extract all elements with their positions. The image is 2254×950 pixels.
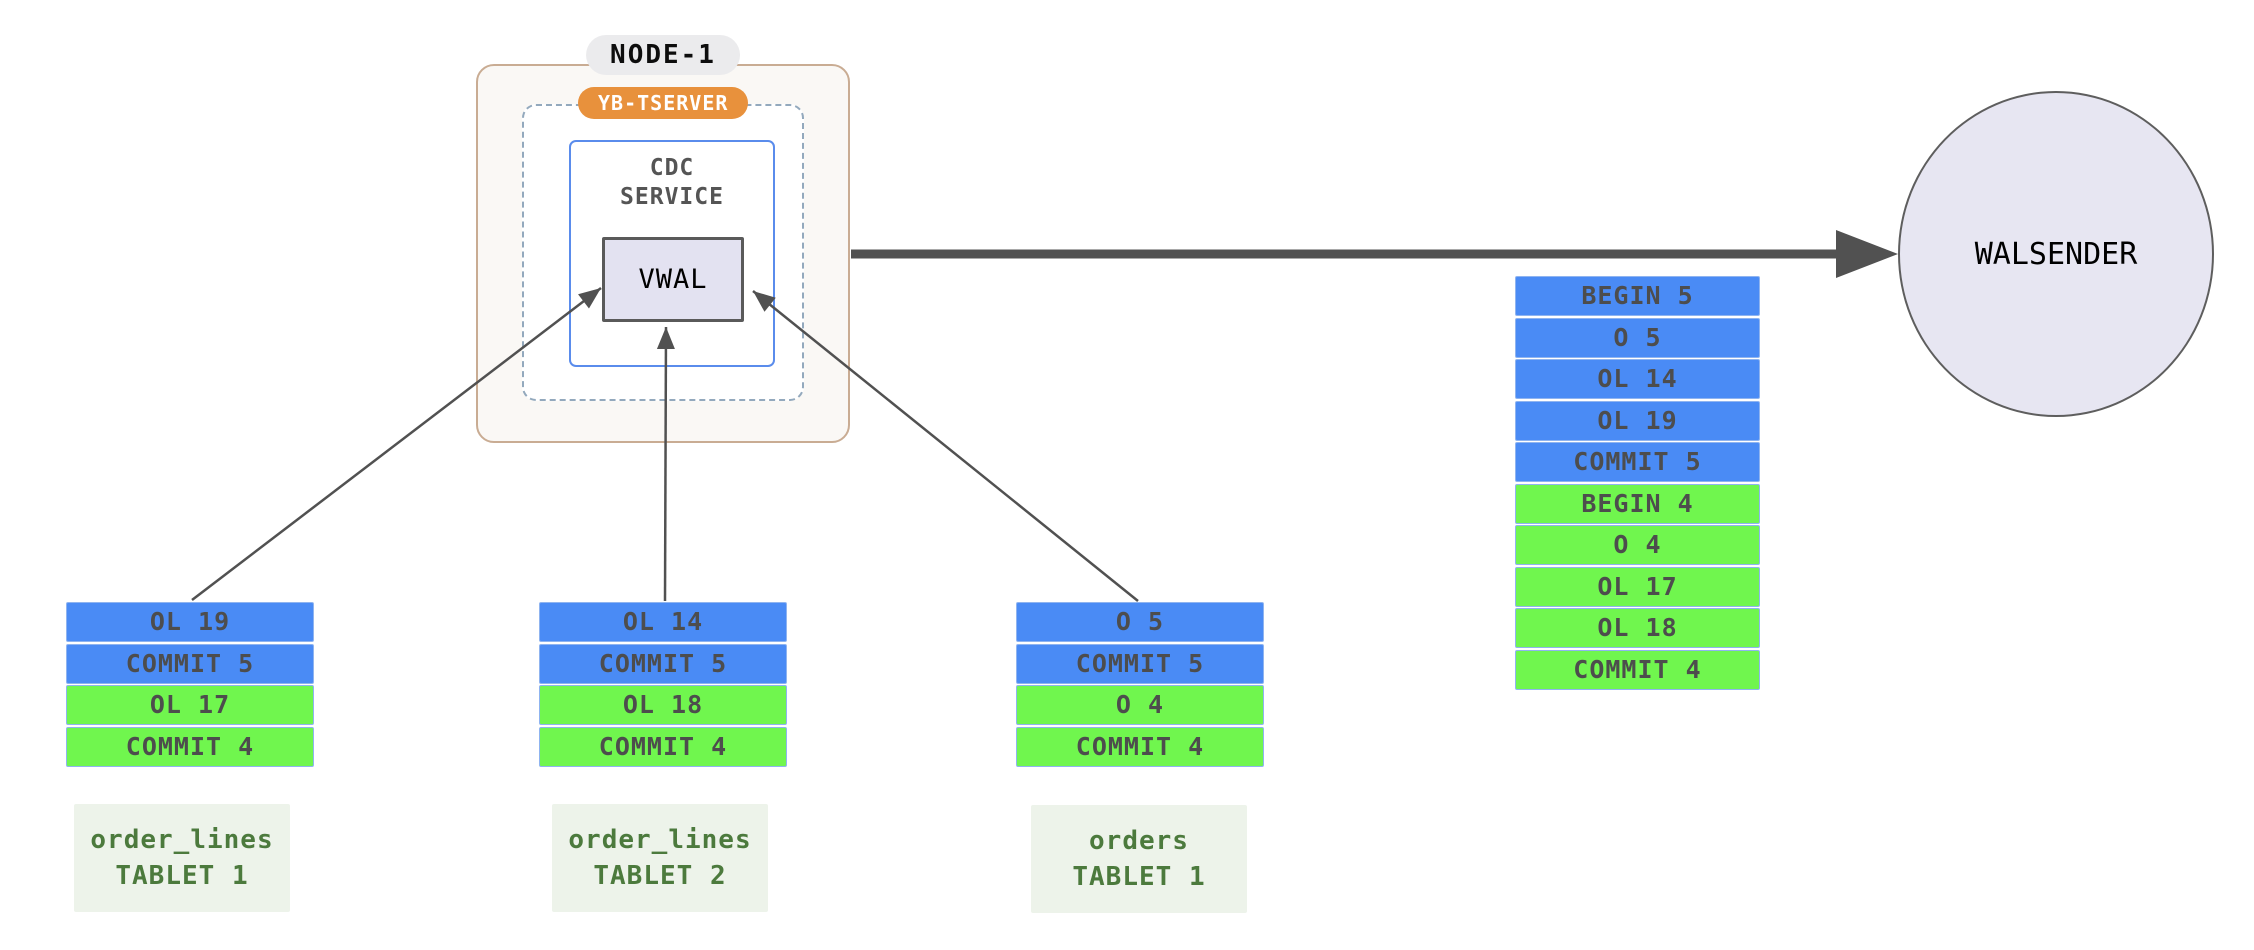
log-record: OL 14 bbox=[1515, 359, 1760, 399]
tablet3-table-name: orders bbox=[1089, 826, 1189, 856]
log-record: OL 18 bbox=[1515, 608, 1760, 648]
log-record: COMMIT 4 bbox=[539, 726, 787, 767]
node-1-box: NODE-1 YB-TSERVER CDC SERVICE VWAL bbox=[476, 35, 850, 443]
cdc-service-label-line2: SERVICE bbox=[620, 183, 724, 210]
log-record: COMMIT 4 bbox=[1515, 649, 1760, 690]
yb-tserver-badge: YB-TSERVER bbox=[578, 87, 749, 119]
log-record: COMMIT 5 bbox=[66, 643, 314, 684]
cdc-service-box: CDC SERVICE bbox=[569, 140, 775, 367]
log-record: COMMIT 4 bbox=[1016, 726, 1264, 767]
log-record: OL 17 bbox=[1515, 566, 1760, 607]
vwal-label: VWAL bbox=[638, 264, 708, 295]
log-record: BEGIN 5 bbox=[1515, 276, 1760, 316]
log-record: COMMIT 4 bbox=[66, 726, 314, 767]
log-record: O 4 bbox=[1016, 685, 1264, 725]
tablet2-label: order_lines TABLET 2 bbox=[552, 804, 768, 912]
tablet3-label: orders TABLET 1 bbox=[1031, 805, 1247, 913]
log-record: O 5 bbox=[1515, 317, 1760, 358]
tablet2-tablet-name: TABLET 2 bbox=[593, 861, 727, 891]
log-record: COMMIT 5 bbox=[539, 643, 787, 684]
log-record: OL 19 bbox=[1515, 400, 1760, 441]
log-record: COMMIT 5 bbox=[1515, 442, 1760, 482]
log-record: OL 19 bbox=[66, 602, 314, 642]
log-record: OL 18 bbox=[539, 685, 787, 725]
log-record: O 4 bbox=[1515, 525, 1760, 565]
vwal-box: VWAL bbox=[602, 237, 744, 322]
tablet1-tablet-name: TABLET 1 bbox=[115, 861, 249, 891]
arrow-node-to-walsender-head bbox=[1836, 230, 1898, 278]
log-record: COMMIT 5 bbox=[1016, 643, 1264, 684]
log-record: O 5 bbox=[1016, 602, 1264, 642]
tablet3-tablet-name: TABLET 1 bbox=[1072, 862, 1206, 892]
tablet2-table-name: order_lines bbox=[568, 825, 752, 855]
log-record: BEGIN 4 bbox=[1515, 483, 1760, 524]
cdc-service-label: CDC SERVICE bbox=[571, 154, 773, 212]
walsender-label: WALSENDER bbox=[1974, 236, 2138, 272]
tablet1-label: order_lines TABLET 1 bbox=[74, 804, 290, 912]
log-record: OL 14 bbox=[539, 602, 787, 642]
node-1-label: NODE-1 bbox=[586, 35, 740, 75]
cdc-service-label-line1: CDC bbox=[649, 155, 695, 181]
log-record: OL 17 bbox=[66, 685, 314, 725]
walsender-circle: WALSENDER bbox=[1898, 91, 2214, 417]
tablet1-table-name: order_lines bbox=[90, 825, 274, 855]
